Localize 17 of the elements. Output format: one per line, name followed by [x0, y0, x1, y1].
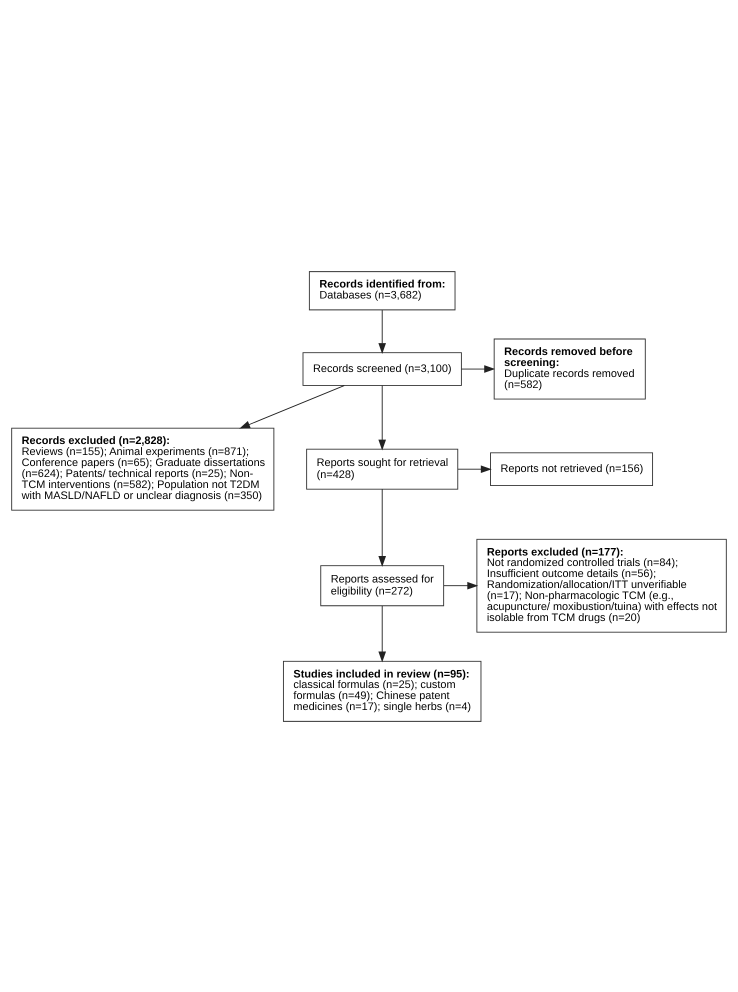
- node-box: Reports excluded (n=177): Not randomized controlled trials (n=84); Insufficient outcome details (n=56); Randomization/allocation/ITT unverifiable (n=17); Non-pharmacologic TCM (e.g., acupuncture/ moxibustion/tuina) with effects not isolable from TCM drugs (n=20): [476, 538, 727, 632]
- arrow: [458, 464, 492, 473]
- arrow: [378, 384, 386, 450]
- node-box: Records screened (n=3,100): [302, 352, 462, 386]
- node-box: Records excluded (n=2,828): Reviews (n=155); Animal experiments (n=871); Conference papers (n=65); Graduate dissertations (n=624); Patents/ technical reports (n=25); Non-TCM interventions (n=582); Population not T2DM with MASLD/NAFLD or unclear diagnosis (n=350): [11, 427, 274, 510]
- node-box: Reports not retrieved (n=156): [490, 452, 654, 486]
- node-box: Records removed before screening: Duplicate records removed (n=582): [494, 338, 646, 400]
- node-box: Reports sought for retrieval (n=428): [306, 448, 458, 490]
- node-box: Reports assessed for eligibility (n=272): [320, 564, 444, 606]
- node-box: Studies included in review (n=95): classical formulas (n=25); custom formulas (n=49); Chinese patent medicines (n=17); single herbs (n=4): [282, 660, 482, 722]
- arrow: [461, 364, 496, 372]
- node-box: Records identified from: Databases (n=3,682): [308, 270, 456, 310]
- arrow: [239, 384, 345, 428]
- arrow: [378, 488, 386, 566]
- arrow: [443, 581, 478, 590]
- arrow: [378, 604, 386, 662]
- arrow: [378, 309, 386, 354]
